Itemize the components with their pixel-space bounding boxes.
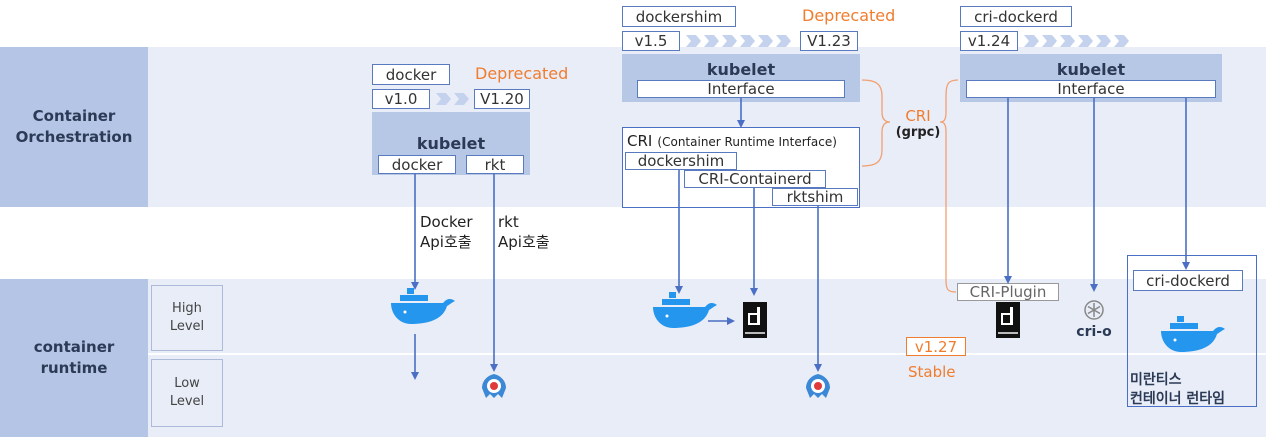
kubelet-rkt-interface: rkt [466, 155, 524, 174]
version-from-3: v1.24 [960, 31, 1018, 51]
runtime-divider [148, 353, 1266, 355]
cri-dockerd-tag: cri-dockerd [960, 6, 1072, 27]
version-to-2: V1.23 [800, 31, 858, 51]
container-orchestration-label: Container Orchestration [0, 47, 148, 207]
mirantis-label: 미란티스 컨테이너 런타임 [1130, 372, 1226, 407]
version-from-2: v1.5 [622, 31, 680, 51]
cri-grpc-label: CRI (grpc) [893, 107, 943, 140]
deprecated-label-1: Deprecated [475, 64, 569, 83]
cri-label-name: CRI [905, 107, 931, 125]
high-level-label: High Level [151, 285, 223, 351]
docker-tag: docker [372, 64, 450, 85]
version-from-1: v1.0 [372, 89, 430, 109]
docker-whale-icon-3 [1161, 316, 1225, 352]
stable-label: Stable [908, 363, 956, 381]
cri-title: CRI (Container Runtime Interface) [627, 131, 837, 150]
docker-api-call: Docker Api호출 [420, 213, 473, 251]
crio-label: cri-o [1076, 324, 1112, 340]
cri-plugin-box: CRI-Plugin [957, 283, 1059, 301]
container-runtime-label: container runtime [0, 279, 148, 437]
kubelet-docker-interface: docker [378, 155, 456, 174]
cri-containerd-box: CRI-Containerd [684, 170, 826, 188]
crio-icon [1084, 300, 1104, 320]
version-to-1: V1.20 [474, 89, 530, 109]
kubelet-title-2: kubelet [706, 60, 776, 79]
kubelet-interface-3: Interface [966, 80, 1216, 98]
kubelet-title-3: kubelet [1056, 60, 1126, 79]
dockershim-tag: dockershim [622, 6, 736, 27]
kubelet-interface-2: Interface [637, 80, 845, 98]
cri-label-protocol: (grpc) [895, 125, 941, 140]
dockershim-box: dockershim [625, 152, 737, 170]
chevron-strip-2 [686, 35, 791, 47]
cri-title-full: (Container Runtime Interface) [657, 135, 837, 149]
low-level-label: Low Level [151, 359, 223, 427]
containerd-icon [742, 301, 768, 339]
mirantis-box [1127, 255, 1257, 407]
docker-whale-icon-2 [653, 292, 717, 328]
stable-version: v1.27 [906, 337, 966, 356]
cri-bracket-left [861, 79, 891, 167]
deprecated-label-2: Deprecated [802, 6, 896, 25]
rkt-icon [482, 374, 506, 398]
containerd-icon-2 [995, 301, 1021, 339]
docker-whale-icon [391, 288, 455, 324]
cri-dockerd-box: cri-dockerd [1133, 270, 1243, 291]
cri-title-short: CRI [627, 132, 653, 150]
rktshim-box: rktshim [772, 188, 858, 206]
chevron-strip-1 [436, 93, 469, 105]
kubelet-title-1: kubelet [416, 134, 486, 153]
rkt-api-call: rkt Api호출 [498, 213, 550, 251]
rkt-icon-2 [806, 374, 830, 398]
cri-bracket-right [939, 79, 959, 293]
chevron-strip-3 [1024, 35, 1129, 47]
